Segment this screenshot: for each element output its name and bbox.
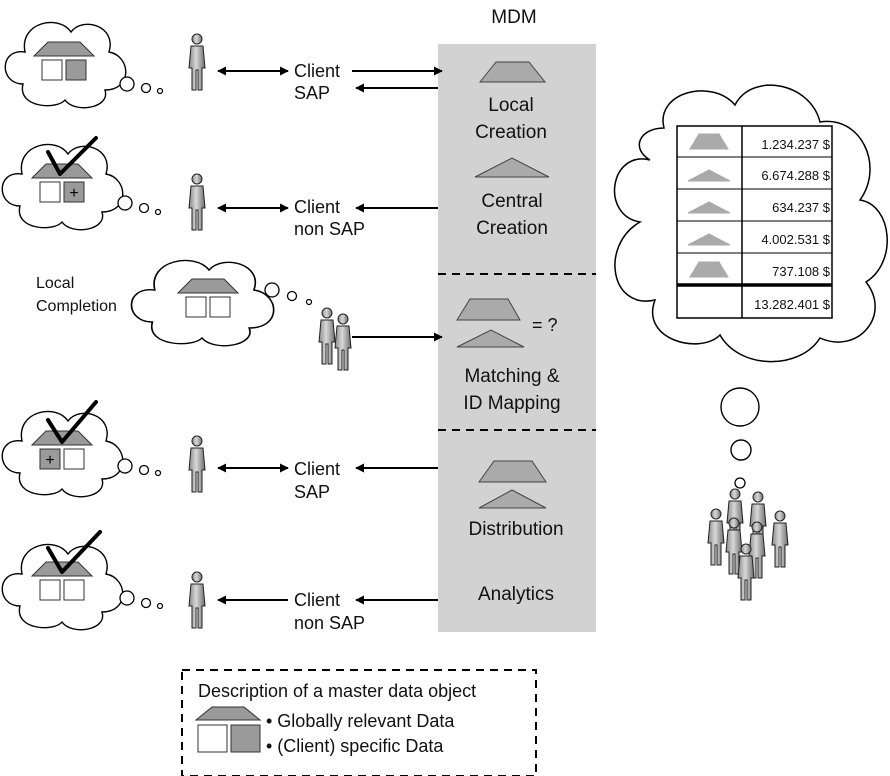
thought-bubble	[156, 602, 164, 610]
triangle-icon	[687, 201, 731, 214]
mdm-title: MDM	[491, 7, 537, 28]
person-icon	[188, 173, 206, 231]
thought-bubble	[305, 298, 313, 306]
thought-bubble	[138, 464, 150, 476]
local-creation-line1: Local	[488, 95, 534, 116]
checkmark-icon	[46, 400, 98, 444]
client-label: Client	[294, 459, 341, 479]
triangle-icon	[687, 169, 731, 182]
thought-bubble	[119, 590, 135, 606]
thought-bubble	[140, 597, 152, 609]
table-cell-value: 6.674.288 $	[761, 168, 830, 183]
triangle-icon	[687, 233, 731, 246]
client-label: Client	[294, 61, 341, 81]
mdm-panel	[438, 44, 596, 632]
analytics-table	[676, 125, 833, 319]
thought-bubble	[286, 290, 298, 302]
thought-bubble	[138, 202, 150, 214]
legend-item-client: • (Client) specific Data	[266, 736, 444, 756]
thought-bubble	[156, 87, 164, 95]
person-icon	[318, 307, 336, 365]
thought-bubble	[119, 76, 135, 92]
thought-cloud	[1, 543, 124, 631]
client-data-grey-square	[230, 724, 261, 753]
thought-bubble	[154, 208, 162, 216]
client-type-label: SAP	[294, 83, 331, 103]
global-data-icon	[194, 706, 262, 721]
distribution-trapezoid-icon	[478, 460, 547, 483]
plus-icon: +	[69, 185, 78, 202]
matching-triangle-icon	[456, 329, 525, 348]
thought-bubble	[720, 387, 760, 427]
thought-cloud	[1, 410, 124, 498]
checkmark-icon	[46, 530, 102, 574]
client-data-white-square	[197, 724, 228, 753]
client-data-square	[63, 181, 85, 203]
matching-line1: Matching &	[464, 366, 560, 387]
person-icon	[188, 33, 206, 91]
distribution-triangle-icon	[478, 489, 547, 509]
thought-bubble	[117, 458, 133, 474]
legend-box	[181, 669, 537, 776]
thought-bubble	[117, 195, 133, 211]
central-creation-line1: Central	[481, 191, 543, 212]
thought-bubble	[730, 439, 752, 461]
person-icon	[707, 508, 725, 566]
global-data-triangle-icon	[474, 157, 550, 178]
matching-trapezoid-icon	[456, 298, 521, 321]
person-icon	[188, 571, 206, 629]
table-total-value: 13.282.401 $	[754, 297, 830, 312]
plus-icon: +	[45, 452, 54, 469]
trapezoid-icon	[689, 261, 729, 278]
person-icon	[188, 435, 206, 493]
thought-cloud	[1, 143, 124, 231]
local-creation-line2: Creation	[475, 122, 547, 143]
distribution-label: Distribution	[468, 519, 564, 540]
matching-line2: ID Mapping	[463, 393, 561, 414]
legend-title: Description of a master data object	[198, 681, 477, 701]
client-label: Client	[294, 197, 341, 217]
client-type-label: non SAP	[294, 613, 366, 633]
table-cell-value: 737.108 $	[772, 264, 830, 279]
table-cell-value: 1.234.237 $	[761, 137, 830, 152]
person-icon	[334, 313, 352, 371]
table-cell-value: 4.002.531 $	[761, 232, 830, 247]
thought-bubble	[140, 82, 152, 94]
client-type-label: SAP	[294, 482, 331, 502]
client-label: Client	[294, 590, 341, 610]
legend-item-global: • Globally relevant Data	[266, 711, 455, 731]
local-completion-line1: Local	[36, 275, 75, 292]
person-icon	[771, 510, 789, 568]
client-type-label: non SAP	[294, 219, 366, 239]
thought-bubble	[154, 469, 162, 477]
global-data-trapezoid-icon	[478, 61, 547, 83]
match-question: = ?	[532, 315, 558, 335]
client-data-square	[39, 448, 61, 470]
checkmark-icon	[46, 136, 98, 176]
central-creation-line2: Creation	[476, 218, 548, 239]
local-completion-line2: Completion	[36, 298, 117, 315]
thought-bubble	[264, 282, 280, 298]
analytics-label: Analytics	[477, 584, 555, 605]
table-cell-value: 634.237 $	[772, 200, 830, 215]
client-data-square	[65, 59, 87, 81]
trapezoid-icon	[689, 133, 729, 150]
thought-bubble	[734, 477, 746, 489]
